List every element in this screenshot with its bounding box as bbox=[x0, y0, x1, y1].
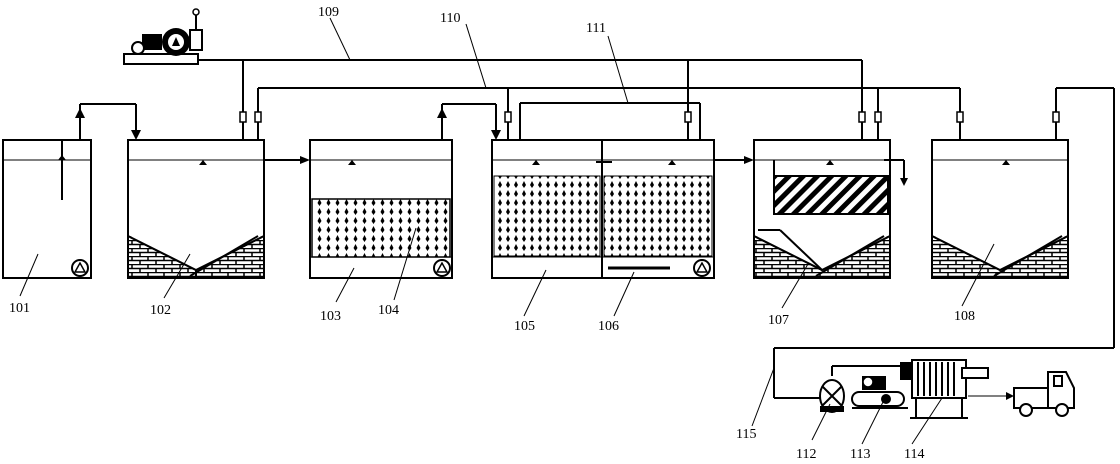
label-101: 101 bbox=[9, 301, 30, 316]
label-113: 113 bbox=[850, 447, 870, 462]
flow-102-103 bbox=[264, 156, 310, 164]
screw-pump-icon bbox=[819, 365, 900, 413]
tank-102 bbox=[127, 139, 265, 279]
label-104: 104 bbox=[378, 303, 399, 318]
truck-icon bbox=[1013, 371, 1075, 417]
label-111: 111 bbox=[586, 21, 606, 36]
pump-icon bbox=[71, 259, 89, 277]
label-115: 115 bbox=[736, 427, 756, 442]
sludge-line-115 bbox=[773, 87, 1115, 399]
label-105: 105 bbox=[514, 319, 535, 334]
filter-press-icon bbox=[900, 359, 989, 419]
label-108: 108 bbox=[954, 309, 975, 324]
label-114: 114 bbox=[904, 447, 924, 462]
tank-107 bbox=[753, 139, 908, 279]
tank-101 bbox=[2, 139, 92, 279]
leader-lines bbox=[19, 17, 995, 445]
tank-103 bbox=[309, 139, 453, 279]
flow-105-107 bbox=[714, 156, 754, 164]
label-112: 112 bbox=[796, 447, 816, 462]
flow-press-truck bbox=[968, 392, 1014, 400]
tank-108 bbox=[931, 139, 1069, 279]
air-compressor-icon bbox=[851, 376, 908, 409]
label-109: 109 bbox=[318, 5, 339, 20]
tank-105 bbox=[491, 139, 715, 279]
label-106: 106 bbox=[598, 319, 619, 334]
label-110: 110 bbox=[440, 11, 460, 26]
air-main-109 bbox=[198, 59, 863, 142]
pump-icon bbox=[433, 259, 451, 277]
label-102: 102 bbox=[150, 303, 171, 318]
label-107: 107 bbox=[768, 313, 789, 328]
label-103: 103 bbox=[320, 309, 341, 324]
blower-icon bbox=[123, 8, 203, 65]
valves bbox=[239, 111, 1060, 123]
pump-icon bbox=[693, 259, 711, 277]
